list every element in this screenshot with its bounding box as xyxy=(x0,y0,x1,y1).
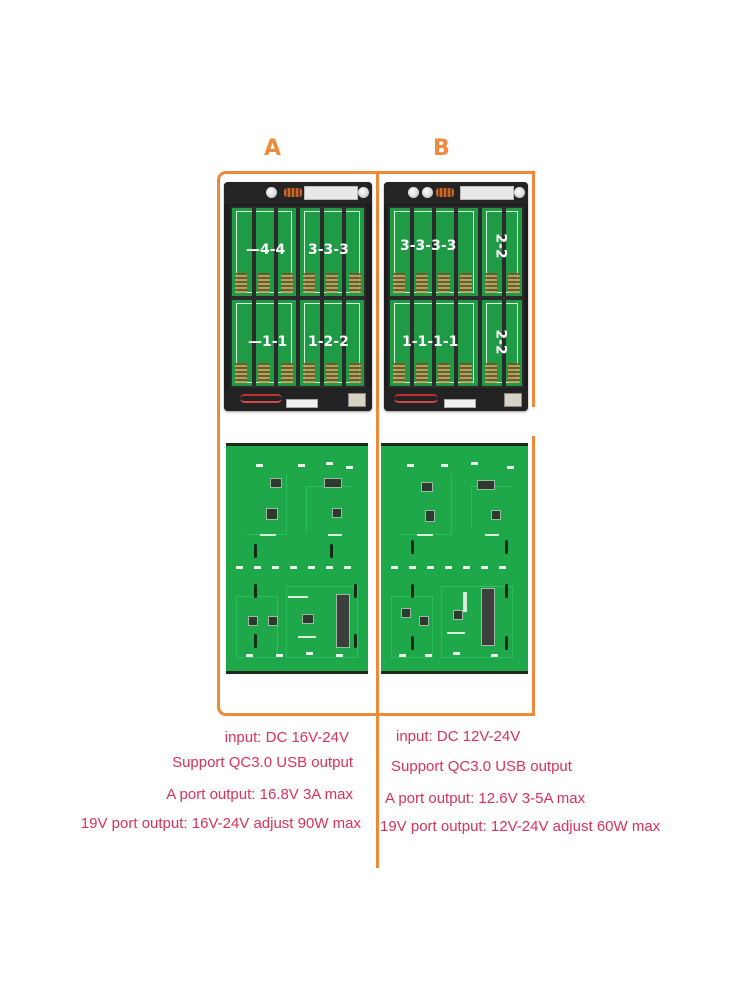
usb-port-icon xyxy=(348,393,366,407)
spec-a-a-port: A port output: 16.8V 3A max xyxy=(166,786,353,803)
battery-holder-b: 3-3-3-3 2-2 1-1-1-1 2-2 xyxy=(384,182,528,411)
capacitor-icon xyxy=(422,187,433,198)
bay-code: —1-1 xyxy=(248,334,288,350)
capacitor-icon xyxy=(514,187,525,198)
spec-a-usb: Support QC3.0 USB output xyxy=(172,754,353,771)
bay-code: 2-2 xyxy=(492,233,509,259)
battery-bay-top-left: —4-4 xyxy=(230,206,298,298)
connector-header xyxy=(460,186,514,200)
pcb-board-a xyxy=(226,443,368,674)
battery-holder-a: —4-4 3-3-3 —1-1 1-2-2 xyxy=(224,182,372,411)
bay-code: 1-1-1-1 xyxy=(402,334,459,350)
red-wire xyxy=(394,394,438,403)
variant-label-a: A xyxy=(264,136,282,161)
battery-bay-top-left: 3-3-3-3 xyxy=(388,206,480,298)
frame-b-right-lower xyxy=(532,436,535,716)
battery-bay-bottom-left: 1-1-1-1 xyxy=(388,298,480,388)
battery-bay-top-right: 2-2 xyxy=(480,206,524,298)
bay-code: 2-2 xyxy=(492,329,509,355)
capacitor-icon xyxy=(358,187,369,198)
spec-b-usb: Support QC3.0 USB output xyxy=(391,758,572,775)
battery-bay-bottom-left: —1-1 xyxy=(230,298,298,388)
variant-label-b: B xyxy=(433,136,450,161)
spec-b-19v-port: 19V port output: 12V-24V adjust 60W max xyxy=(380,818,661,835)
spec-a-input: input: DC 16V-24V xyxy=(224,729,349,746)
frame-b-right-upper xyxy=(532,171,535,407)
inductor-coil-icon xyxy=(436,188,454,197)
connector-plug xyxy=(286,399,318,408)
bay-code: 3-3-3-3 xyxy=(400,238,457,254)
frame-divider xyxy=(376,171,379,868)
bay-code: —4-4 xyxy=(246,242,286,258)
spec-b-input: input: DC 12V-24V xyxy=(396,728,521,745)
battery-bay-top-right: 3-3-3 xyxy=(298,206,366,298)
usb-port-icon xyxy=(504,393,522,407)
spec-b-a-port: A port output: 12.6V 3-5A max xyxy=(385,790,586,807)
inductor-coil-icon xyxy=(284,188,302,197)
frame-a-corner xyxy=(217,171,231,185)
battery-bay-bottom-right: 1-2-2 xyxy=(298,298,366,388)
frame-a-top xyxy=(226,171,377,174)
frame-a-bottom-corner xyxy=(217,700,231,716)
frame-b-top xyxy=(377,171,535,174)
bay-code: 1-2-2 xyxy=(308,334,349,350)
red-wire xyxy=(240,394,282,403)
capacitor-icon xyxy=(266,187,277,198)
frame-a-left xyxy=(217,184,220,703)
connector-header xyxy=(304,186,358,200)
frame-bottom xyxy=(230,713,535,716)
battery-bay-bottom-right: 2-2 xyxy=(480,298,524,388)
bay-code: 3-3-3 xyxy=(308,242,349,258)
spec-a-19v-port: 19V port output: 16V-24V adjust 90W max xyxy=(80,815,361,832)
pcb-board-b xyxy=(381,443,528,674)
capacitor-icon xyxy=(408,187,419,198)
connector-plug xyxy=(444,399,476,408)
